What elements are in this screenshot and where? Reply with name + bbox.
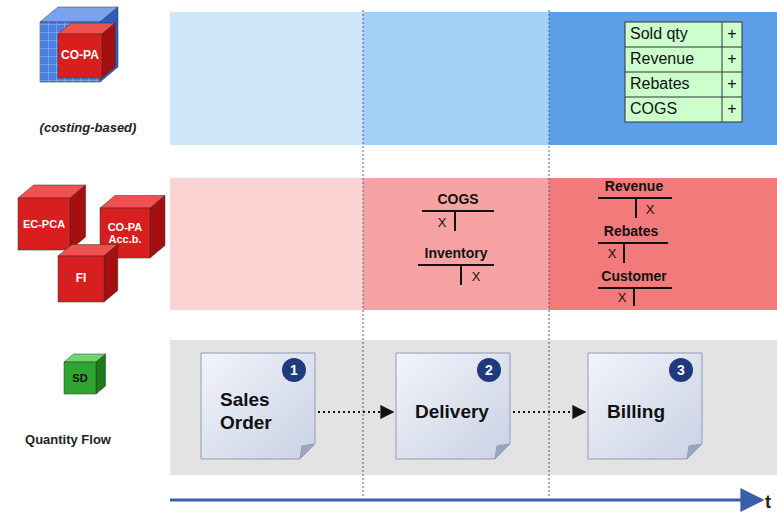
account-name: Revenue xyxy=(605,179,663,194)
posting-mark: X xyxy=(472,270,481,284)
account-name: Customer xyxy=(601,269,666,284)
cube-label: FI xyxy=(76,272,87,285)
band xyxy=(549,178,777,310)
t-account-lines xyxy=(418,198,672,306)
callout-number: 3 xyxy=(669,358,693,382)
document-title: Delivery xyxy=(415,401,495,424)
axis-label: t xyxy=(765,493,771,513)
cube-icon xyxy=(58,245,118,303)
band xyxy=(363,178,549,310)
cube-label: EC-PCA xyxy=(23,218,65,230)
band xyxy=(170,12,363,145)
time-divider xyxy=(549,10,550,498)
layer-label: Quantity Flow xyxy=(25,433,111,447)
band xyxy=(363,12,549,145)
account-name: COGS xyxy=(437,192,478,207)
callout-number: 1 xyxy=(282,358,306,382)
table-cell: + xyxy=(727,75,736,93)
posting-mark: X xyxy=(618,291,627,305)
posting-mark: X xyxy=(646,203,655,217)
document-box: 1Sales Order xyxy=(200,352,316,460)
document-box: 3Billing xyxy=(587,352,703,460)
table-cell: + xyxy=(727,100,736,118)
cube-icon xyxy=(40,7,118,82)
table-cell: + xyxy=(727,25,736,43)
time-divider xyxy=(363,10,364,498)
cube-label: CO-PA xyxy=(61,49,99,62)
flow-arrow xyxy=(318,411,393,413)
caption-label: (costing-based) xyxy=(40,121,137,135)
cube-icon xyxy=(64,354,106,394)
time-axis xyxy=(170,499,762,502)
document-title: Sales Order xyxy=(220,389,300,435)
table-cell: Sold qty xyxy=(630,25,688,43)
table-cell: Rebates xyxy=(630,75,690,93)
table-cell: COGS xyxy=(630,100,677,118)
account-name: Rebates xyxy=(604,224,658,239)
posting-mark: X xyxy=(608,247,617,261)
cube-label: CO-PA Acc.b. xyxy=(102,221,148,245)
cube-icon xyxy=(18,185,86,250)
table-cell: Revenue xyxy=(630,50,694,68)
table-grid xyxy=(625,22,742,122)
cube-icon xyxy=(58,23,115,78)
account-name: Inventory xyxy=(424,246,487,261)
cube-label: SD xyxy=(72,372,87,384)
band xyxy=(170,340,777,475)
flow-arrow xyxy=(513,411,585,413)
band xyxy=(549,12,777,145)
callout-number: 2 xyxy=(477,358,501,382)
document-title: Billing xyxy=(607,401,687,424)
posting-mark: X xyxy=(438,216,447,230)
table-cell: + xyxy=(727,50,736,68)
band xyxy=(170,178,363,310)
document-box: 2Delivery xyxy=(395,352,511,460)
